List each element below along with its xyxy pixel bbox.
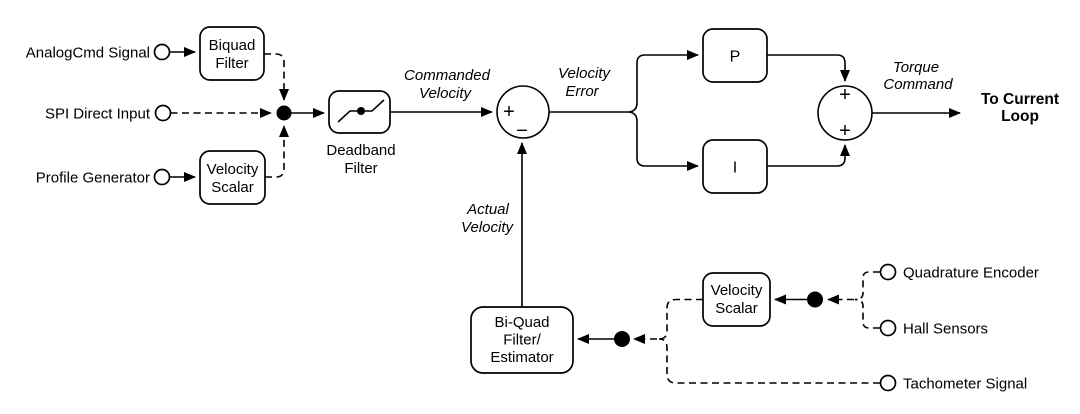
block-deadband-filter: Deadband Filter	[326, 90, 396, 177]
signal-label-torque-command: Torque Command	[883, 59, 953, 93]
block-biquad-filter: Biquad Filter	[199, 26, 265, 81]
terminal-circle-profile	[153, 168, 171, 186]
velocity-sum-minus-sign: −	[516, 120, 528, 142]
input-profile-label: Profile Generator	[36, 170, 150, 187]
input-tachometer: Tachometer Signal	[658, 338, 1027, 393]
terminal-circle-hall	[879, 319, 897, 337]
biquad-filter-label-1: Biquad	[209, 37, 256, 54]
block-biquad-estimator: Bi-Quad Filter/ Estimator	[470, 306, 574, 374]
terminal-circle-tachometer	[879, 374, 897, 392]
block-velocity-scalar-feedback: Velocity Scalar	[702, 272, 771, 327]
input-tachometer-label: Tachometer Signal	[903, 376, 1027, 393]
torque-sum-plus-top-sign: +	[839, 84, 851, 106]
velocity-scalar-feedback-label-2: Scalar	[715, 300, 758, 317]
input-analogcmd-label: AnalogCmd Signal	[26, 45, 150, 62]
wire-vscalar-to-junction	[265, 125, 289, 178]
biquad-filter-label-2: Filter	[215, 55, 248, 72]
wire-hall-to-merge	[854, 298, 880, 329]
wire-quadrature-to-merge	[854, 271, 880, 301]
wire-vscalar-feedback-out	[658, 298, 703, 340]
actual-velocity-line-1: Actual	[466, 201, 509, 218]
block-p-gain: P	[702, 28, 768, 83]
velocity-error-line-1: Velocity	[558, 65, 611, 82]
torque-command-line-2: Command	[883, 76, 953, 93]
velocity-error-line-2: Error	[565, 83, 599, 100]
deadband-curve-icon	[337, 99, 385, 123]
deadband-filter-label-2: Filter	[344, 160, 377, 177]
output-to-current-loop: To Current Loop	[981, 91, 1059, 125]
junction-dot-command	[276, 105, 292, 121]
wire-i-to-sum	[767, 144, 850, 167]
deadband-filter-label-1: Deadband	[326, 142, 395, 159]
i-gain-label: I	[733, 160, 737, 177]
signal-label-commanded-velocity: Commanded Velocity	[404, 67, 491, 102]
block-velocity-scalar-top: Velocity Scalar	[199, 150, 266, 205]
signal-label-velocity-error: Velocity Error	[558, 65, 611, 100]
terminal-circle-quadrature	[879, 263, 897, 281]
junction-dot-feedback-bottom	[614, 331, 630, 347]
commanded-velocity-line-1: Commanded	[404, 67, 491, 84]
signal-label-actual-velocity: Actual Velocity	[461, 201, 514, 236]
biquad-estimator-label-2: Filter/	[503, 332, 541, 349]
input-profile-generator: Profile Generator	[36, 168, 196, 187]
input-analogcmd: AnalogCmd Signal	[26, 43, 196, 62]
velocity-scalar-top-label-2: Scalar	[211, 179, 254, 196]
deadband-curve-dot	[357, 107, 365, 115]
wire-p-to-sum	[767, 54, 850, 82]
velocity-scalar-feedback-label-1: Velocity	[711, 282, 763, 299]
summing-junction-velocity: + −	[496, 85, 550, 142]
wire-branch-to-i	[628, 111, 699, 171]
velocity-sum-plus-sign: +	[503, 101, 515, 123]
input-spi-label: SPI Direct Input	[45, 106, 151, 123]
input-hall-label: Hall Sensors	[903, 321, 988, 338]
biquad-estimator-label-1: Bi-Quad	[494, 314, 549, 331]
output-label-2: Loop	[1001, 108, 1039, 125]
input-hall-sensors: Hall Sensors	[854, 298, 988, 338]
wire-tachometer-to-merge	[658, 338, 880, 384]
summing-junction-torque: + +	[817, 84, 873, 142]
input-quadrature-label: Quadrature Encoder	[903, 265, 1039, 282]
wire-biquad-to-junction	[264, 53, 289, 101]
output-label-1: To Current	[981, 91, 1059, 108]
wire-branch-to-p	[628, 50, 699, 113]
biquad-estimator-box	[470, 306, 574, 374]
commanded-velocity-line-2: Velocity	[419, 85, 472, 102]
input-quadrature-encoder: Quadrature Encoder	[854, 263, 1039, 301]
p-gain-label: P	[730, 49, 741, 66]
actual-velocity-line-2: Velocity	[461, 219, 514, 236]
biquad-estimator-label-3: Estimator	[490, 349, 553, 366]
velocity-scalar-top-label-1: Velocity	[207, 161, 259, 178]
block-i-gain: I	[702, 139, 768, 194]
terminal-circle-analogcmd	[153, 43, 171, 61]
junction-dot-feedback-top	[807, 291, 823, 308]
torque-command-line-1: Torque	[893, 59, 939, 76]
torque-sum-plus-bottom-sign: +	[839, 120, 851, 142]
input-spi: SPI Direct Input	[45, 104, 272, 123]
terminal-circle-spi	[154, 104, 172, 122]
